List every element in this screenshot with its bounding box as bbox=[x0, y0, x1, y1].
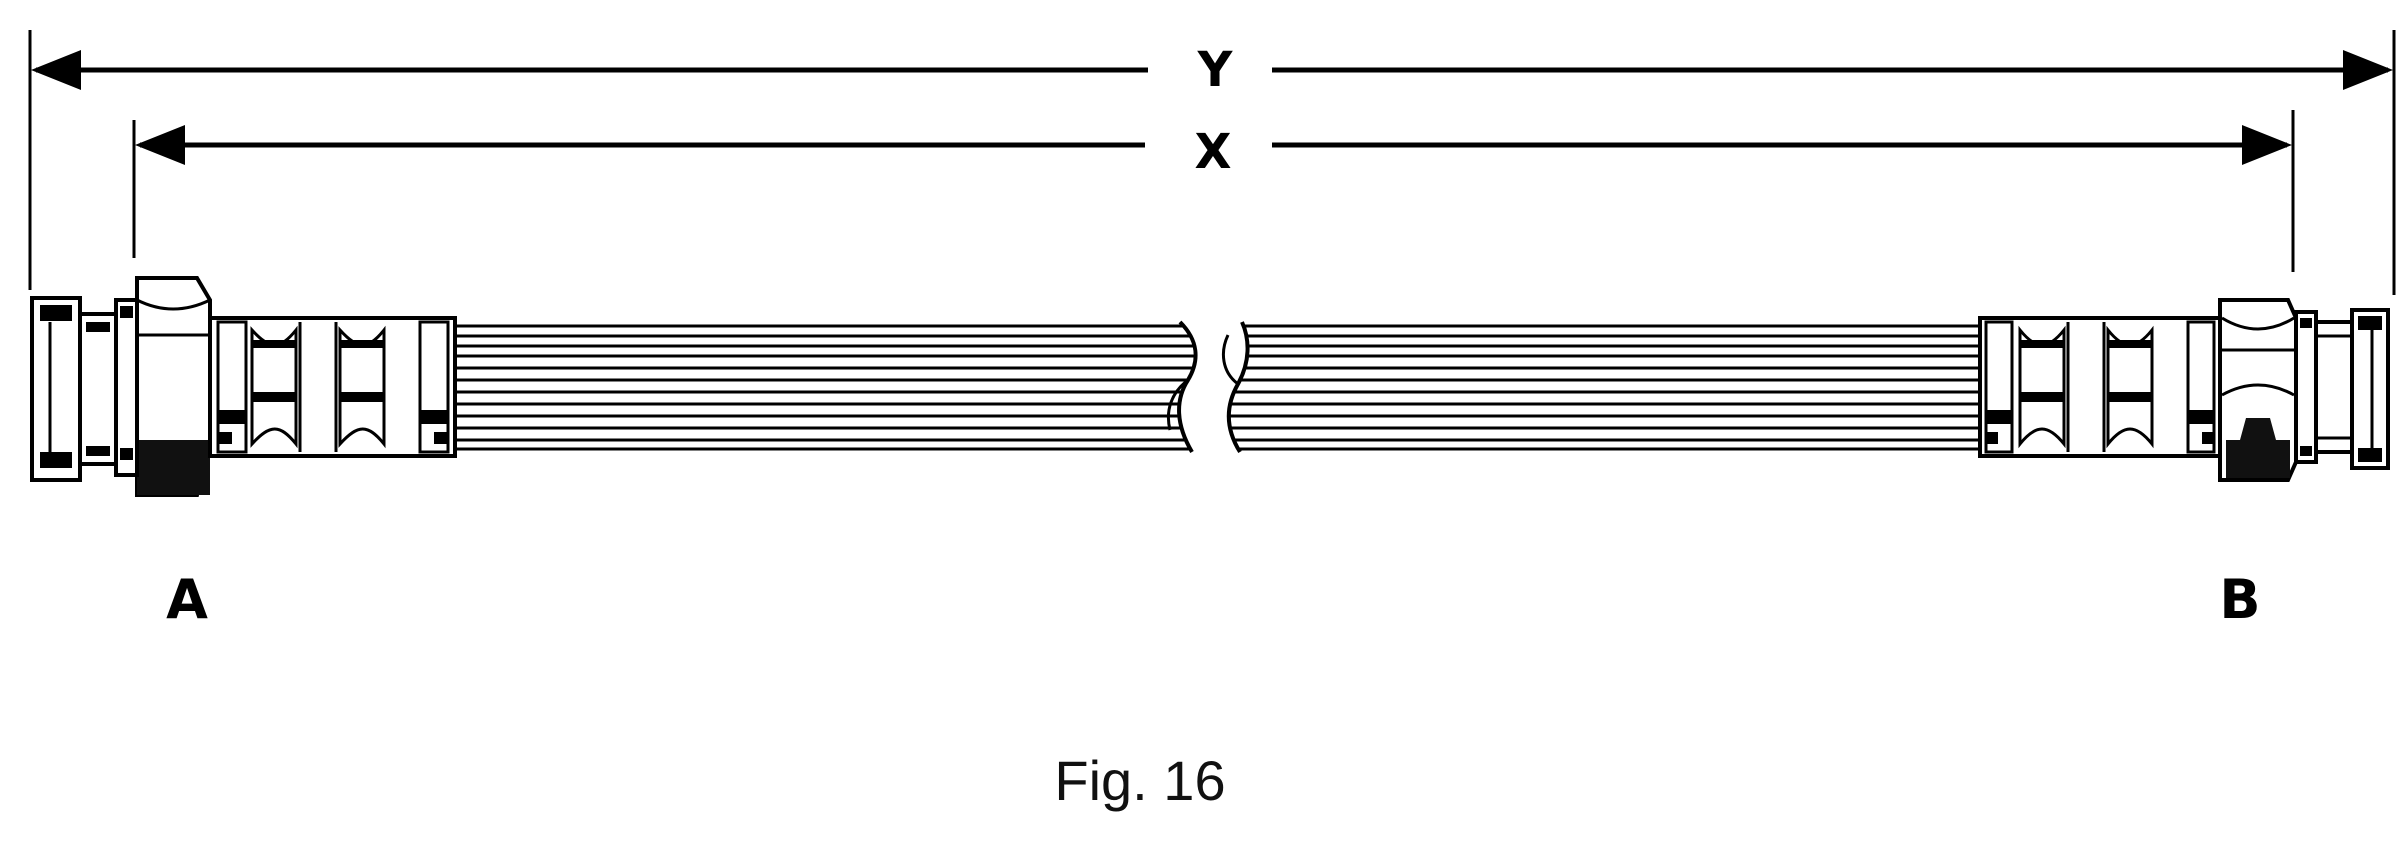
fitting-right-thread-end bbox=[2350, 308, 2390, 470]
fitting-right-sleeve bbox=[1978, 316, 2222, 458]
fitting-left bbox=[30, 276, 457, 497]
fitting-right bbox=[1978, 298, 2390, 482]
end-label-a: A bbox=[166, 568, 208, 631]
fitting-right-nut-shadow bbox=[2226, 440, 2290, 478]
fitting-left-collar bbox=[78, 312, 118, 466]
hose-break-curl-right bbox=[1221, 334, 1239, 386]
fitting-left-thread-end bbox=[30, 296, 82, 482]
dimension-y: Y bbox=[28, 30, 2396, 295]
dimension-x: X bbox=[132, 110, 2295, 272]
end-label-b: B bbox=[2219, 568, 2260, 631]
fitting-left-nut-shadow bbox=[137, 440, 210, 495]
figure-caption: Fig. 16 bbox=[1054, 749, 1225, 812]
hose-break-curl-left bbox=[1166, 378, 1189, 431]
hose-segment-left bbox=[455, 322, 1196, 452]
fitting-right-collar bbox=[2314, 320, 2354, 454]
hose-segment-right bbox=[1228, 322, 1980, 452]
dimension-label-x: X bbox=[1194, 124, 1231, 180]
dimension-label-y: Y bbox=[1197, 42, 1234, 98]
